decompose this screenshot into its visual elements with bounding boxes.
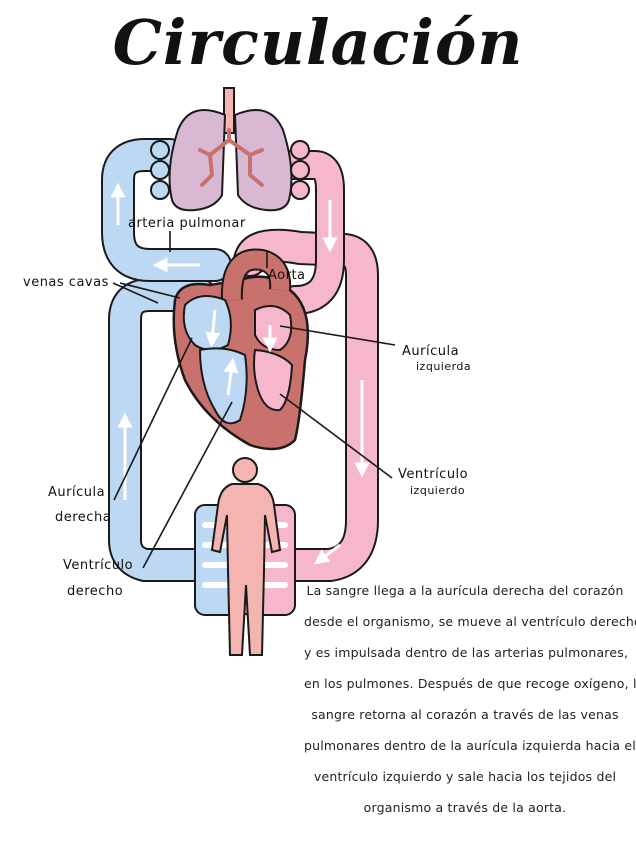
label-auricula-izquierda-line2: izquierda bbox=[416, 360, 472, 373]
description-line: y es impulsada dentro de las arterias pu… bbox=[304, 645, 629, 660]
figure-head bbox=[232, 457, 258, 483]
description-line: pulmonares dentro de la aurícula izquier… bbox=[304, 738, 636, 753]
label-ventriculo-derecho-line1: Ventrículo bbox=[63, 558, 134, 573]
description-line: ventrículo izquierdo y sale hacia los te… bbox=[313, 769, 617, 784]
heart bbox=[172, 248, 310, 451]
page-title: Circulación bbox=[112, 6, 524, 79]
bronchi bbox=[198, 128, 264, 187]
label-ventriculo-derecho-line2: derecho bbox=[67, 584, 124, 599]
label-auricula-izquierda-line1: Aurícula bbox=[402, 344, 460, 359]
oxygenated-circuit bbox=[233, 150, 379, 582]
label-aorta: Aorta bbox=[268, 268, 306, 283]
description-line: desde el organismo, se mueve al ventrícu… bbox=[304, 614, 636, 629]
label-auricula-derecha-line2: derecha bbox=[55, 510, 112, 525]
human-figure bbox=[210, 457, 282, 656]
left-atrium bbox=[254, 305, 293, 352]
description-line: La sangre llega a la aurícula derecha de… bbox=[306, 583, 624, 598]
description-line: organismo a través de la aorta. bbox=[363, 800, 567, 815]
label-venas-cavas: venas cavas bbox=[23, 275, 109, 290]
label-arteria-pulmonar: arteria pulmonar bbox=[128, 216, 246, 231]
description-line: en los pulmones. Después de que recoge o… bbox=[304, 676, 636, 691]
label-pointers bbox=[112, 231, 396, 569]
label-ventriculo-izquierdo-line2: izquierdo bbox=[410, 484, 466, 497]
right-lung bbox=[233, 109, 293, 212]
lungs bbox=[150, 87, 310, 212]
label-auricula-derecha-line1: Aurícula bbox=[48, 485, 106, 500]
description-line: sangre retorna al corazón a través de la… bbox=[311, 707, 619, 722]
left-lung bbox=[168, 109, 227, 212]
figure-body bbox=[210, 483, 282, 656]
deoxygenated-circuit bbox=[101, 138, 232, 582]
description-paragraph: La sangre llega a la aurícula derecha de… bbox=[304, 575, 636, 823]
label-ventriculo-izquierdo-line1: Ventrículo bbox=[398, 467, 469, 482]
